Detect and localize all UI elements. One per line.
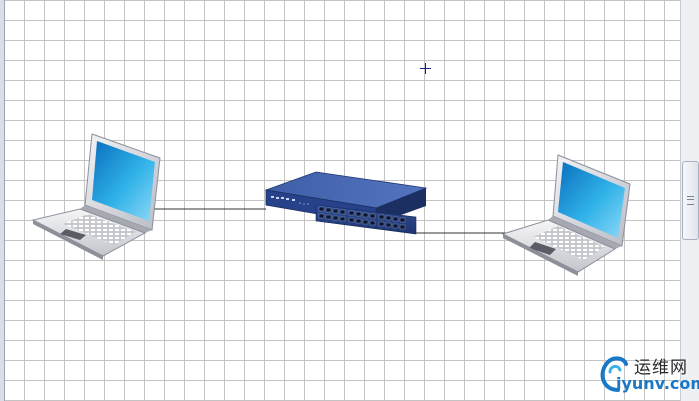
scrollbar-thumb[interactable] <box>682 161 699 240</box>
network-diagram <box>31 63 631 276</box>
iyunv-logo-icon <box>600 356 628 392</box>
vertical-scrollbar[interactable] <box>680 0 699 401</box>
laptop-right-icon <box>501 154 631 276</box>
crosshair-cursor-icon <box>420 63 431 74</box>
laptop-left-icon <box>31 133 161 260</box>
network-switch-icon <box>264 171 428 235</box>
watermark-chinese-text: 运维网 <box>634 358 688 378</box>
watermark-url: iyunv.com <box>616 374 699 393</box>
grip-icon <box>687 196 694 205</box>
watermark: 运维网 iyunv.com <box>596 350 699 398</box>
left-ruler <box>0 0 5 401</box>
